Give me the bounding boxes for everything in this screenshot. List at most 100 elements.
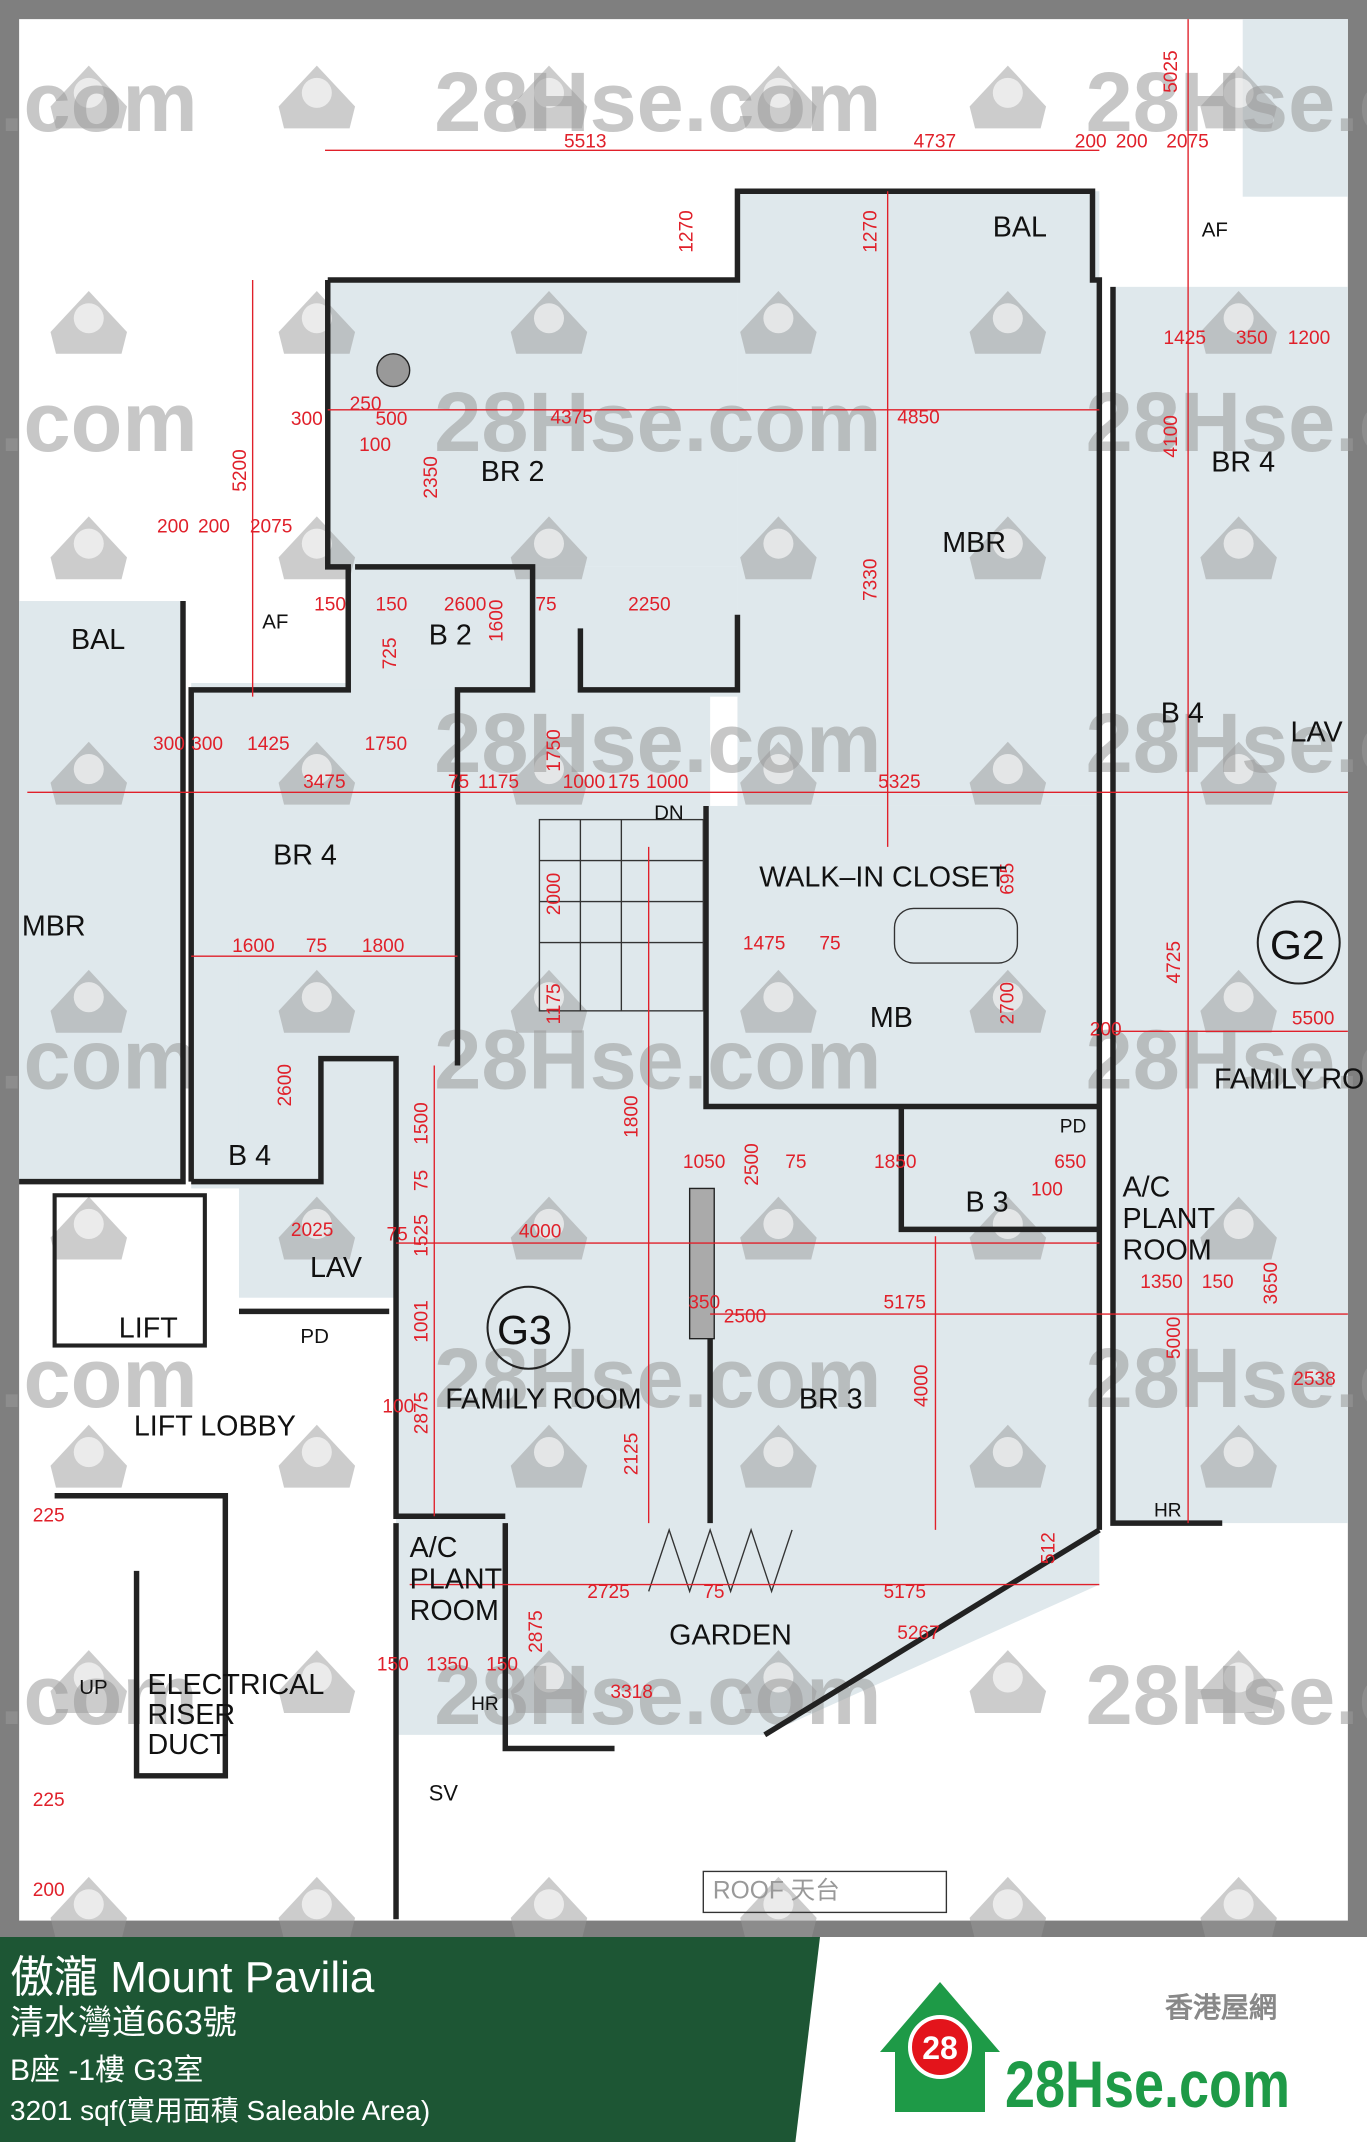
dimension-label: 4725	[1164, 941, 1185, 984]
watermark-house-icon	[1200, 1650, 1277, 1713]
watermark-text: 28Hse.com	[434, 1647, 881, 1742]
dimension-label: 695	[997, 863, 1018, 895]
dimension-label: 5000	[1164, 1317, 1185, 1360]
dimension-label: 1200	[1288, 328, 1331, 349]
unit-info: B座 -1樓 G3室	[10, 2054, 204, 2087]
stair-dn: DN	[654, 802, 684, 825]
svg-text:28: 28	[922, 2030, 958, 2066]
dimension-label: 650	[1054, 1152, 1086, 1173]
svg-text:香港屋網: 香港屋網	[1165, 1992, 1277, 2023]
dimension-label: 200	[1116, 132, 1148, 153]
dimension-label: 2538	[1293, 1369, 1336, 1390]
watermark-house-icon	[278, 741, 356, 805]
watermark-text: 28Hse.com	[1086, 1647, 1367, 1742]
room-bal-left: BAL	[71, 624, 125, 656]
watermark-house-icon	[1200, 1876, 1277, 1937]
watermark-house-icon	[740, 1650, 817, 1713]
watermark-house-icon	[50, 1876, 128, 1937]
dimension-label: 75	[386, 1224, 407, 1245]
watermark-house-icon	[1200, 1424, 1277, 1488]
dimension-label: 2125	[622, 1433, 643, 1476]
watermark-house-icon	[510, 516, 588, 580]
dimension-label: 1600	[232, 936, 275, 957]
dimension-label: 1350	[1140, 1272, 1183, 1293]
dimension-label: 300	[191, 734, 223, 755]
dimension-label: 1525	[411, 1214, 432, 1257]
dimension-label: 4850	[897, 407, 940, 428]
dimension-label: 300	[291, 409, 323, 430]
watermark-house-icon	[278, 1876, 356, 1937]
dimension-label: 150	[377, 1655, 409, 1676]
watermark-house-icon	[969, 1876, 1047, 1937]
saleable-area: 3201 sqf(實用面積 Saleable Area)	[10, 2095, 431, 2126]
dimension-label: 75	[819, 933, 840, 954]
room-pd-b3: PD	[1060, 1116, 1087, 1137]
room-ac-2: PLANT	[410, 1564, 502, 1596]
dimension-label: 4375	[550, 407, 593, 428]
watermark-house-icon	[969, 1424, 1047, 1488]
room-br4-left: BR 4	[273, 840, 337, 872]
svg-text:28Hse.com: 28Hse.com	[1005, 2047, 1290, 2117]
watermark-house-icon	[278, 290, 356, 354]
dimension-label: 225	[33, 1790, 65, 1811]
room-ac-right-3: ROOM	[1123, 1234, 1212, 1266]
dimension-label: 1800	[622, 1095, 643, 1138]
footer-info-panel	[0, 1937, 820, 2142]
dimension-label: 1175	[544, 983, 565, 1024]
watermark-house-icon	[1200, 65, 1277, 129]
room-mbr-left: MBR	[22, 911, 86, 943]
dimension-label: 300	[153, 734, 185, 755]
dimension-label: 2725	[587, 1582, 630, 1603]
dimension-label: 2700	[997, 982, 1018, 1025]
watermark-house-icon	[740, 741, 817, 805]
watermark-text: 28Hse.com	[434, 54, 881, 149]
watermark-text: 28Hse.com	[1086, 695, 1367, 790]
dimension-label: 1000	[646, 772, 689, 793]
watermark-house-icon	[969, 516, 1047, 580]
dimension-label: 1850	[874, 1152, 917, 1173]
28hse-logo: 28 28Hse.com 香港屋網	[880, 1977, 1300, 2121]
watermark-house-icon	[278, 1650, 356, 1713]
watermark-house-icon	[969, 65, 1047, 129]
watermark-house-icon	[510, 969, 588, 1033]
room-ac-right-1: A/C	[1123, 1172, 1171, 1204]
watermark-house-icon	[50, 1424, 128, 1488]
room-br2: BR 2	[481, 456, 545, 488]
dimension-label: 1270	[676, 210, 697, 253]
floor-plan: 28Hse.com 28Hse.com 28Hse.com 28Hse.com 28Hs…	[0, 19, 1367, 1937]
af-left: AF	[262, 610, 288, 633]
dimension-label: 4100	[1161, 415, 1182, 458]
af-right: AF	[1202, 218, 1228, 241]
watermark-house-icon	[1200, 290, 1277, 354]
dimension-label: 1475	[743, 933, 786, 954]
dimension-label: 1350	[426, 1655, 469, 1676]
room-lift: LIFT	[119, 1312, 178, 1344]
dimension-label: 1800	[362, 936, 405, 957]
watermark-house-icon	[740, 516, 817, 580]
room-labels: BR 2 MBR BAL BAL BR 4 MBR B 2 B 4 LAV LI…	[22, 211, 1364, 1904]
room-lav-left: LAV	[310, 1252, 362, 1284]
watermark-house-icon	[278, 516, 356, 580]
dimension-label: 2350	[421, 456, 442, 499]
room-duct: DUCT	[147, 1729, 227, 1761]
dimension-label: 1425	[1164, 328, 1207, 349]
watermark-house-icon	[50, 741, 128, 805]
watermark-text: 28Hse.com	[434, 695, 881, 790]
walls	[19, 188, 1223, 1920]
watermark-house-icon	[1200, 516, 1277, 580]
dimension-label: 3650	[1261, 1262, 1282, 1305]
watermark-house-icon	[50, 969, 128, 1033]
dimension-label: 150	[486, 1655, 518, 1676]
watermark-text: .com	[0, 54, 198, 149]
room-pd-lobby: PD	[300, 1325, 328, 1348]
watermark-text: 28Hse.com	[1086, 54, 1367, 149]
room-garden: GARDEN	[669, 1620, 792, 1652]
watermark-house-icon	[50, 1196, 128, 1260]
dimension-label: 4000	[911, 1364, 932, 1407]
room-electrical: ELECTRICAL	[147, 1669, 324, 1701]
house-logo-icon: 28 28Hse.com 香港屋網	[880, 1982, 1290, 2121]
dimension-label: 512	[1038, 1532, 1059, 1564]
dimension-label: 150	[376, 595, 408, 616]
room-family: FAMILY ROOM	[445, 1383, 641, 1415]
dimension-label: 75	[306, 936, 327, 957]
